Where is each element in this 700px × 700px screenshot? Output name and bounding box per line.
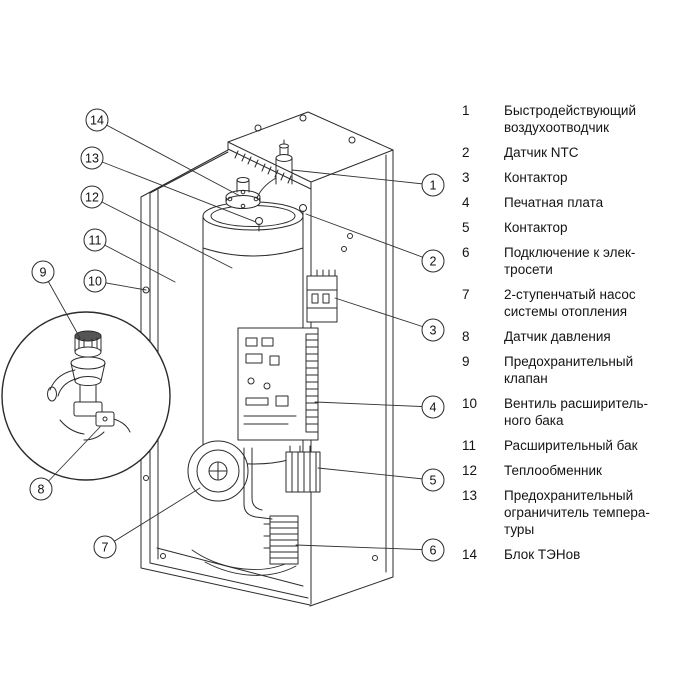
- callout-5: 5: [421, 468, 445, 492]
- legend: 1 Быстродействующий воздухоотводчик 2 Да…: [462, 102, 696, 571]
- wiring: [191, 549, 297, 576]
- legend-item-text: Предохранительный клапан: [504, 354, 634, 386]
- pcb: [237, 327, 319, 441]
- ntc-sensor: [299, 204, 307, 222]
- legend-item-text: Блок ТЭНов: [504, 547, 581, 562]
- callout-12-label: 12: [85, 191, 99, 205]
- legend-item-number: 7: [462, 287, 470, 302]
- callout-11: 11: [83, 228, 107, 252]
- callout-6: 6: [421, 538, 445, 562]
- legend-item-number: 14: [462, 547, 478, 562]
- callout-7-label: 7: [102, 541, 109, 555]
- callout-3: 3: [421, 318, 445, 342]
- legend-item: 8 Датчик давления: [462, 328, 696, 345]
- legend-item-text: Датчик NTC: [504, 145, 579, 160]
- temperature-limiter: [255, 217, 263, 232]
- callout-8-label: 8: [38, 483, 45, 497]
- legend-item: 3 Контактор: [462, 169, 696, 186]
- callout-7: 7: [93, 535, 117, 559]
- contactor-lower: [285, 445, 321, 493]
- legend-item: 10 Вентиль расширитель- ного бака: [462, 395, 696, 429]
- air-vent: [256, 139, 293, 199]
- callout-1: 1: [421, 173, 445, 197]
- legend-item-number: 9: [462, 354, 470, 369]
- boiler-diagram: 1 2 3 4 5: [1, 108, 445, 607]
- leader-lines: [40, 119, 434, 551]
- legend-item-text: Теплообменник: [504, 463, 602, 478]
- legend-item: 13 Предохранительный ограничитель темпер…: [462, 487, 696, 538]
- legend-item-number: 4: [462, 195, 470, 210]
- detail-circle: [1, 311, 171, 481]
- legend-item-text: 2-ступенчатый насос системы отопления: [504, 287, 636, 319]
- legend-item: 14 Блок ТЭНов: [462, 546, 696, 563]
- callout-4: 4: [421, 395, 445, 419]
- callout-5-label: 5: [430, 474, 437, 488]
- legend-item: 5 Контактор: [462, 219, 696, 236]
- pump: [187, 440, 273, 520]
- callout-8: 8: [29, 477, 53, 501]
- legend-item-text: Контактор: [504, 220, 568, 235]
- callout-6-label: 6: [430, 544, 437, 558]
- callout-11-label: 11: [89, 234, 102, 248]
- callout-14-label: 14: [90, 114, 104, 128]
- legend-item-text: Датчик давления: [504, 329, 611, 344]
- legend-item-text: Подключение к элек- тросети: [504, 245, 636, 277]
- legend-item-text: Быстродействующий воздухоотводчик: [504, 103, 637, 135]
- callout-2-label: 2: [430, 255, 437, 269]
- legend-item-text: Предохранительный ограничитель темпера- …: [504, 488, 650, 537]
- callout-10: 10: [83, 269, 107, 293]
- legend-item: 11 Расширительный бак: [462, 437, 696, 454]
- callout-10-label: 10: [88, 275, 102, 289]
- legend-item: 1 Быстродействующий воздухоотводчик: [462, 102, 696, 136]
- legend-item-number: 5: [462, 220, 470, 235]
- callout-9: 9: [31, 260, 55, 284]
- legend-item-number: 10: [462, 396, 478, 411]
- heating-block: [225, 177, 261, 209]
- pressure-sensor: [95, 411, 131, 433]
- callouts: 1 2 3 4 5: [29, 108, 445, 562]
- legend-item-text: Печатная плата: [504, 195, 604, 210]
- callout-14: 14: [85, 108, 109, 132]
- legend-item-number: 3: [462, 170, 470, 185]
- callout-9-label: 9: [40, 266, 47, 280]
- legend-item-text: Вентиль расширитель- ного бака: [504, 396, 649, 428]
- legend-item-number: 12: [462, 463, 478, 478]
- legend-item: 6 Подключение к элек- тросети: [462, 244, 696, 278]
- callout-13-label: 13: [85, 152, 99, 166]
- legend-item-number: 8: [462, 329, 470, 344]
- safety-valve: [47, 330, 106, 417]
- legend-item-number: 6: [462, 245, 470, 260]
- legend-item: 12 Теплообменник: [462, 462, 696, 479]
- legend-item: 2 Датчик NTC: [462, 144, 696, 161]
- mains-terminal: [263, 515, 299, 565]
- legend-item-text: Расширительный бак: [504, 438, 638, 453]
- contactor-upper: [306, 269, 338, 323]
- legend-item: 9 Предохранительный клапан: [462, 353, 696, 387]
- callout-13: 13: [80, 146, 104, 170]
- legend-item: 4 Печатная плата: [462, 194, 696, 211]
- callout-4-label: 4: [430, 401, 437, 415]
- legend-item-number: 1: [462, 103, 470, 118]
- callout-2: 2: [421, 249, 445, 273]
- legend-item-number: 13: [462, 488, 478, 503]
- callout-3-label: 3: [430, 324, 437, 338]
- legend-item-number: 2: [462, 145, 470, 160]
- legend-item-number: 11: [462, 438, 477, 453]
- callout-1-label: 1: [430, 179, 437, 193]
- legend-item: 7 2-ступенчатый насос системы отопления: [462, 286, 696, 320]
- legend-item-text: Контактор: [504, 170, 568, 185]
- callout-12: 12: [80, 185, 104, 209]
